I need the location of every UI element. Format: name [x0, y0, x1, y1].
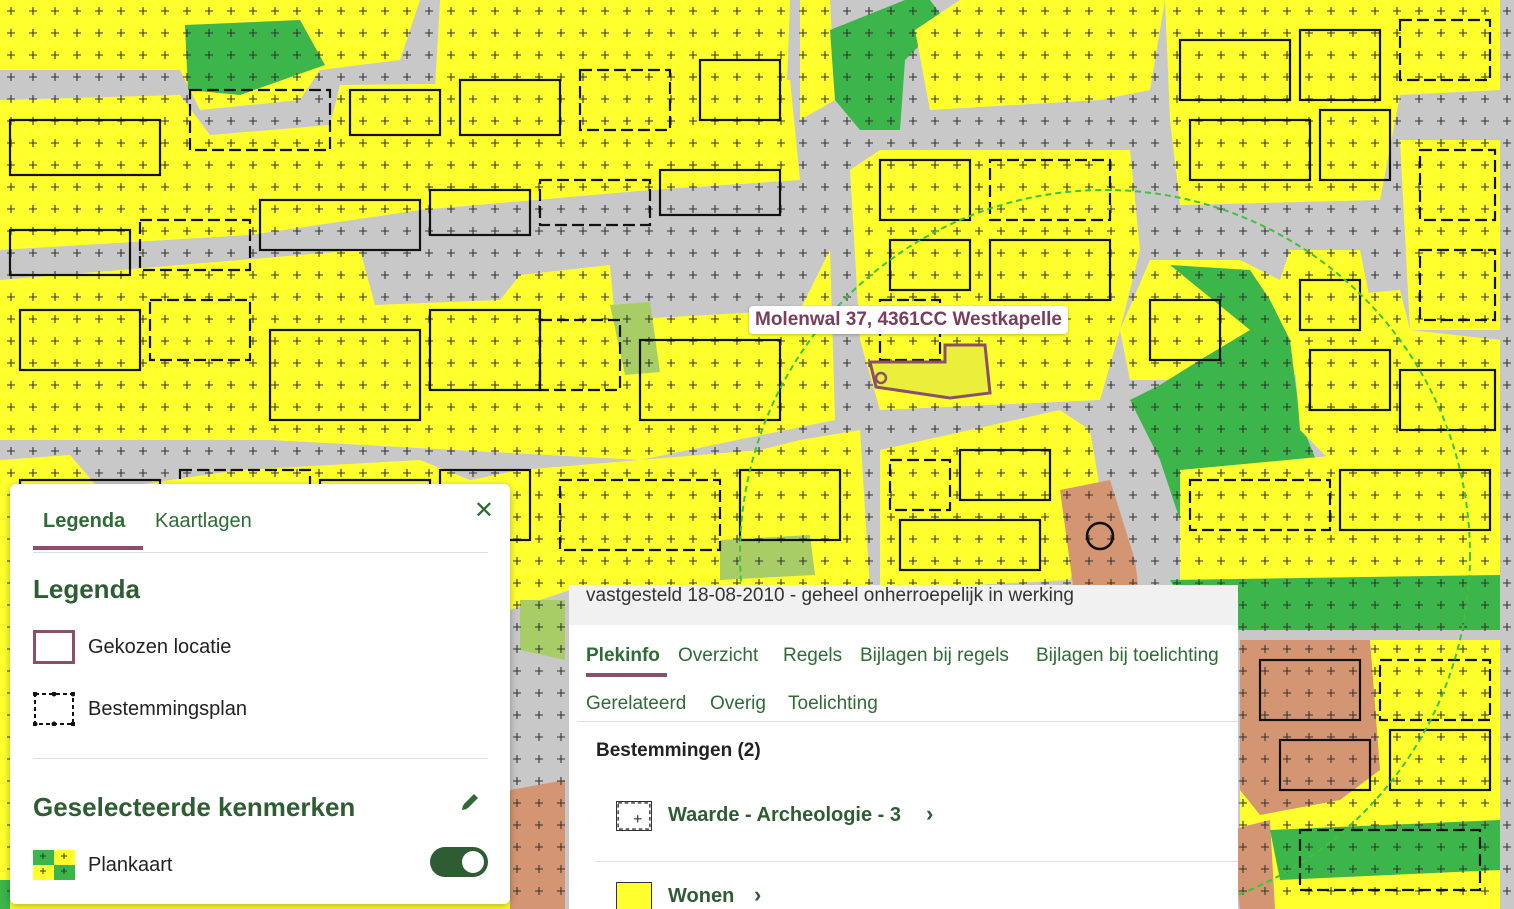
archeologie-circle — [739, 189, 1471, 909]
building-outline — [1298, 28, 1382, 102]
legend-title: Legenda — [33, 574, 140, 604]
tab-toelichting[interactable]: Toelichting — [788, 693, 878, 714]
legend-panel: Legenda Kaartlagen ✕ Legenda Gekozen loc… — [10, 484, 510, 904]
building-outline — [1318, 108, 1392, 182]
gekozen-locatie-point-icon — [874, 371, 888, 385]
wonen-swatch-icon — [616, 882, 652, 909]
building-outline — [1418, 148, 1497, 222]
selected-item-label: Plankaart — [88, 854, 173, 876]
building-outline — [1178, 38, 1292, 102]
building-outline — [1278, 738, 1372, 792]
address-label: Molenwal 37, 4361CC Westkapelle — [749, 306, 1068, 334]
selected-features-title: Geselecteerde kenmerken — [33, 792, 356, 822]
bestemming-label: Waarde - Archeologie - 3 — [668, 804, 902, 826]
building-outline — [428, 188, 532, 237]
building-outline — [558, 478, 722, 552]
building-outline — [148, 298, 252, 362]
active-tab-indicator — [33, 546, 143, 550]
building-outline — [538, 318, 622, 392]
active-tab-indicator — [586, 673, 667, 677]
building-outline — [1148, 298, 1222, 362]
building-outline — [738, 468, 842, 542]
building-outline — [18, 308, 142, 372]
building-outline — [1188, 118, 1312, 182]
building-outline — [988, 238, 1112, 302]
status-bar: vastgesteld 18-08-2010 - geheel onherroe… — [569, 585, 1238, 625]
tab-bijlagen-bij-regels[interactable]: Bijlagen bij regels — [860, 645, 1009, 666]
gekozen-locatie-swatch-icon — [33, 630, 75, 664]
close-icon: ✕ — [473, 497, 494, 524]
building-outline — [958, 448, 1052, 502]
bestemmingen-title: Bestemmingen (2) — [596, 740, 761, 761]
building-outline — [1338, 468, 1492, 532]
building-outline — [1378, 658, 1492, 722]
plan-status-text: vastgesteld 18-08-2010 - geheel onherroe… — [586, 585, 1074, 606]
building-outline — [258, 198, 422, 252]
tab-overig[interactable]: Overig — [710, 693, 766, 714]
building-outline — [1258, 658, 1362, 722]
plankaart-swatch-icon — [33, 850, 75, 880]
tab-regels[interactable]: Regels — [783, 645, 843, 666]
info-panel: vastgesteld 18-08-2010 - geheel onherroe… — [569, 585, 1238, 909]
location-marker-icon — [1085, 521, 1115, 551]
chevron-right-icon: › — [926, 801, 934, 826]
building-outline — [138, 218, 252, 272]
legend-tabs: Legenda Kaartlagen — [33, 506, 488, 553]
archeologie-swatch-icon — [616, 801, 652, 831]
tab-legenda[interactable]: Legenda — [43, 510, 126, 532]
tab-gerelateerd[interactable]: Gerelateerd — [586, 693, 687, 714]
building-outline — [1188, 478, 1332, 532]
building-outline — [888, 238, 972, 292]
building-outline — [888, 458, 952, 512]
building-outline — [268, 328, 422, 422]
building-outline — [578, 68, 672, 132]
building-outline — [348, 88, 442, 137]
tab-kaartlagen[interactable]: Kaartlagen — [155, 510, 252, 532]
building-outline — [428, 308, 542, 392]
building-outline — [878, 158, 972, 222]
close-button[interactable]: ✕ — [474, 496, 494, 525]
chevron-right-icon: › — [754, 882, 762, 907]
tabs-divider — [577, 721, 1238, 722]
gekozen-locatie-outline — [868, 343, 992, 400]
building-outline — [638, 338, 782, 422]
building-outline — [898, 518, 1042, 572]
building-outline — [698, 58, 782, 122]
legend-item-label: Bestemmingsplan — [88, 698, 247, 720]
tab-overzicht[interactable]: Overzicht — [678, 645, 759, 666]
legend-item-label: Gekozen locatie — [88, 636, 232, 658]
bestemming-divider — [596, 861, 1238, 862]
building-outline — [658, 168, 782, 217]
bestemmingsplan-swatch-icon — [33, 692, 75, 726]
tab-bijlagen-bij-toelichting[interactable]: Bijlagen bij toelichting — [1036, 645, 1219, 666]
building-outline — [1398, 18, 1492, 82]
building-outline — [1298, 278, 1362, 332]
tab-plekinfo[interactable]: Plekinfo — [586, 645, 660, 666]
building-outline — [1388, 728, 1492, 792]
plankaart-toggle[interactable] — [430, 847, 488, 877]
building-outline — [188, 88, 332, 152]
building-outline — [8, 228, 132, 277]
building-outline — [458, 78, 562, 137]
legend-divider — [33, 758, 488, 759]
building-outline — [1298, 828, 1482, 892]
building-outline — [8, 118, 162, 177]
toggle-knob — [462, 851, 484, 873]
building-outline — [538, 178, 652, 227]
pencil-icon[interactable] — [458, 790, 482, 814]
building-outline — [988, 158, 1112, 222]
bestemming-label: Wonen — [668, 885, 735, 907]
building-outline — [1418, 248, 1497, 322]
building-outline — [1308, 348, 1392, 412]
